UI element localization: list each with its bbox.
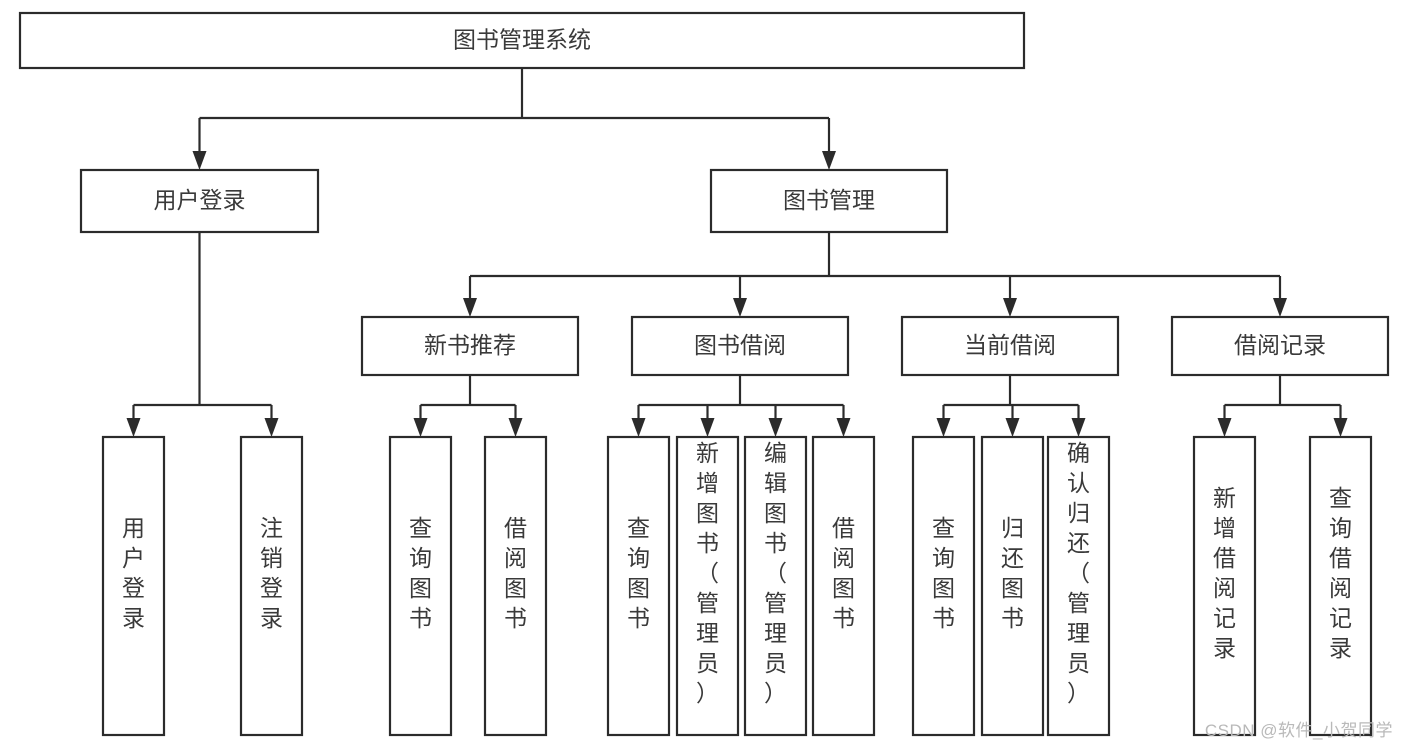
node-leaf-borrow-book[interactable]: 借阅图书 <box>811 435 876 737</box>
node-root[interactable]: 图书管理系统 <box>18 11 1026 70</box>
node-leaf-add-book-admin[interactable]: 新增图书（管理员） <box>675 435 740 737</box>
node-user-login[interactable]: 用户登录 <box>79 168 320 234</box>
node-box[interactable] <box>79 168 320 234</box>
arrow-head-icon <box>936 418 951 437</box>
node-box[interactable] <box>239 435 304 737</box>
node-box[interactable] <box>709 168 949 234</box>
arrow-head-icon <box>1005 418 1020 437</box>
node-leaf-query-book-recommend[interactable]: 查询图书 <box>388 435 453 737</box>
node-box[interactable] <box>360 315 580 377</box>
node-box[interactable] <box>18 11 1026 70</box>
node-label: 图书管理系统 <box>453 27 591 53</box>
arrow-head-icon <box>822 151 836 170</box>
node-label: 确认归还（管理员） <box>1067 440 1090 706</box>
arrow-head-icon <box>192 151 207 170</box>
node-label: 归还图书 <box>1001 515 1024 631</box>
arrow-head-icon <box>1217 418 1232 437</box>
arrow-head-icon <box>733 298 747 317</box>
arrow-head-icon <box>836 418 851 437</box>
node-label: 查询图书 <box>932 515 955 631</box>
node-leaf-query-borrow-record[interactable]: 查询借阅记录 <box>1308 435 1373 737</box>
node-label: 编辑图书（管理员） <box>764 440 787 706</box>
node-leaf-return-book[interactable]: 归还图书 <box>980 435 1045 737</box>
arrow-head-icon <box>700 418 715 437</box>
connectors-layer <box>126 68 1348 437</box>
arrow-head-icon <box>631 418 646 437</box>
node-label: 当前借阅 <box>964 332 1056 358</box>
node-box[interactable] <box>101 435 166 737</box>
node-leaf-query-book-borrow[interactable]: 查询图书 <box>606 435 671 737</box>
node-label: 借阅图书 <box>832 515 855 631</box>
node-leaf-borrow-book-recommend[interactable]: 借阅图书 <box>483 435 548 737</box>
node-label: 新增借阅记录 <box>1213 485 1236 661</box>
node-label: 查询图书 <box>409 515 432 631</box>
arrow-head-icon <box>413 418 428 437</box>
node-label: 注销登录 <box>260 515 283 631</box>
node-label: 用户登录 <box>122 515 145 631</box>
arrow-head-icon <box>264 418 279 437</box>
node-label: 新增图书（管理员） <box>696 440 719 706</box>
node-box[interactable] <box>388 435 453 737</box>
arrow-head-icon <box>768 418 783 437</box>
arrow-head-icon <box>1003 298 1017 317</box>
nodes-layer: 图书管理系统用户登录图书管理新书推荐图书借阅当前借阅借阅记录用户登录注销登录查询… <box>18 11 1390 737</box>
node-leaf-edit-book-admin[interactable]: 编辑图书（管理员） <box>743 435 808 737</box>
arrow-head-icon <box>1071 418 1086 437</box>
arrow-head-icon <box>126 418 141 437</box>
node-leaf-user-login[interactable]: 用户登录 <box>101 435 166 737</box>
arrow-head-icon <box>1273 298 1287 317</box>
node-current-borrow[interactable]: 当前借阅 <box>900 315 1120 377</box>
node-box[interactable] <box>675 435 740 737</box>
node-box[interactable] <box>743 435 808 737</box>
node-box[interactable] <box>630 315 850 377</box>
arrow-head-icon <box>508 418 523 437</box>
node-borrow-record[interactable]: 借阅记录 <box>1170 315 1390 377</box>
node-box[interactable] <box>911 435 976 737</box>
node-label: 借阅记录 <box>1234 332 1326 358</box>
node-leaf-logout-login[interactable]: 注销登录 <box>239 435 304 737</box>
node-label: 新书推荐 <box>424 332 516 358</box>
node-box[interactable] <box>1170 315 1390 377</box>
node-book-management[interactable]: 图书管理 <box>709 168 949 234</box>
node-label: 用户登录 <box>154 187 246 213</box>
node-box[interactable] <box>980 435 1045 737</box>
node-book-borrow[interactable]: 图书借阅 <box>630 315 850 377</box>
node-label: 图书借阅 <box>694 332 786 358</box>
node-box[interactable] <box>1046 435 1111 737</box>
node-label: 查询借阅记录 <box>1329 485 1352 661</box>
node-new-book-recommend[interactable]: 新书推荐 <box>360 315 580 377</box>
node-box[interactable] <box>606 435 671 737</box>
node-box[interactable] <box>900 315 1120 377</box>
node-box[interactable] <box>1192 435 1257 737</box>
node-label: 图书管理 <box>783 187 875 213</box>
node-box[interactable] <box>1308 435 1373 737</box>
node-leaf-query-book-current[interactable]: 查询图书 <box>911 435 976 737</box>
node-label: 借阅图书 <box>504 515 527 631</box>
node-leaf-add-borrow-record[interactable]: 新增借阅记录 <box>1192 435 1257 737</box>
node-box[interactable] <box>811 435 876 737</box>
node-leaf-confirm-return-admin[interactable]: 确认归还（管理员） <box>1046 435 1111 737</box>
arrow-head-icon <box>1333 418 1348 437</box>
arrow-head-icon <box>463 298 477 317</box>
node-box[interactable] <box>483 435 548 737</box>
node-label: 查询图书 <box>627 515 650 631</box>
